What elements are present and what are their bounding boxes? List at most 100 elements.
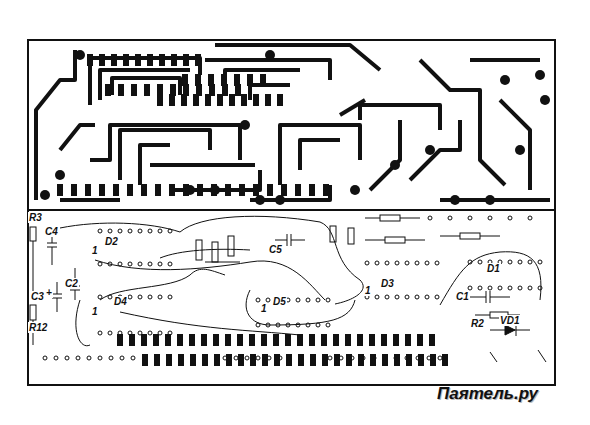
pin-hole — [138, 229, 142, 233]
copper-pad — [370, 354, 376, 366]
pin-hole — [128, 331, 132, 335]
part-label: R3 — [28, 212, 43, 223]
pin-hole — [138, 262, 142, 266]
pin-hole — [98, 331, 102, 335]
pin-hole — [234, 356, 238, 360]
pin-hole — [383, 356, 387, 360]
copper-pad — [225, 184, 231, 196]
copper-pad — [87, 54, 93, 66]
part-label: 1 — [91, 306, 99, 317]
pin-hole — [128, 295, 132, 299]
copper-pad — [358, 354, 364, 366]
pin-hole — [148, 295, 152, 299]
pin-hole — [428, 216, 432, 220]
round-pad — [75, 50, 85, 60]
pin-hole — [296, 323, 300, 327]
copper-pad — [189, 334, 195, 346]
pin-hole — [120, 356, 124, 360]
copper-pad — [159, 54, 165, 66]
copper-pad — [196, 84, 202, 96]
copper-pad — [105, 84, 111, 96]
pin-hole — [148, 331, 152, 335]
pin-hole — [168, 295, 172, 299]
part-label: D2 — [104, 236, 119, 247]
copper-pad — [183, 84, 189, 96]
pin-hole — [361, 356, 365, 360]
copper-pads — [40, 50, 550, 425]
pin-hole — [518, 260, 522, 264]
copper-pad — [273, 334, 279, 346]
round-pad — [450, 195, 460, 205]
round-pad — [255, 195, 265, 205]
pin-hole — [223, 356, 227, 360]
copper-pad — [195, 54, 201, 66]
pin-hole — [316, 298, 320, 302]
copper-pad — [406, 354, 412, 366]
copper-pad — [166, 354, 172, 366]
copper-pad — [357, 334, 363, 346]
copper-pad — [286, 354, 292, 366]
copper-pad — [129, 334, 135, 346]
jumper-wires — [60, 216, 541, 345]
copper-pad — [183, 54, 189, 66]
copper-pad — [141, 184, 147, 196]
pin-hole — [518, 286, 522, 290]
copper-pad — [157, 84, 163, 96]
pin-hole — [425, 295, 429, 299]
copper-pad — [135, 54, 141, 66]
pin-hole — [468, 286, 472, 290]
copper-pad — [405, 334, 411, 346]
pin-hole — [538, 260, 542, 264]
pin-hole — [168, 331, 172, 335]
copper-pad — [177, 334, 183, 346]
copper-pad — [165, 334, 171, 346]
copper-pad — [71, 184, 77, 196]
watermark: Паятель.ру — [436, 384, 539, 403]
pin-hole — [118, 229, 122, 233]
pin-hole — [128, 229, 132, 233]
part-label: VD1 — [499, 315, 520, 326]
part-label: C5 — [268, 244, 283, 255]
copper-pad — [310, 354, 316, 366]
copper-pad — [235, 84, 241, 96]
pin-hole — [108, 229, 112, 233]
component-symbols — [30, 215, 546, 362]
pin-hole — [488, 286, 492, 290]
pin-hole — [375, 295, 379, 299]
part-label: 1 — [364, 285, 372, 296]
round-pad — [535, 70, 545, 80]
pin-hole — [385, 261, 389, 265]
round-pad — [40, 190, 50, 200]
copper-pad — [57, 184, 63, 196]
part-label: R12 — [28, 322, 48, 333]
copper-pad — [442, 354, 448, 366]
copper-pad — [333, 334, 339, 346]
board-frame — [28, 40, 555, 385]
pin-hole — [350, 356, 354, 360]
round-pad — [515, 145, 525, 155]
pin-hole — [306, 298, 310, 302]
pin-hole — [508, 260, 512, 264]
pin-hole — [256, 298, 260, 302]
pin-hole — [328, 356, 332, 360]
copper-pad — [142, 354, 148, 366]
copper-pad — [155, 184, 161, 196]
copper-pad — [429, 334, 435, 346]
copper-pad — [118, 84, 124, 96]
pin-hole — [488, 216, 492, 220]
pin-hole — [435, 295, 439, 299]
pin-hole — [98, 356, 102, 360]
pin-hole — [326, 323, 330, 327]
pin-hole — [478, 286, 482, 290]
copper-pad — [225, 334, 231, 346]
copper-pad — [238, 354, 244, 366]
copper-pad — [239, 184, 245, 196]
copper-pad — [222, 84, 228, 96]
pin-hole — [375, 261, 379, 265]
pin-hole — [438, 356, 442, 360]
pin-hole — [131, 356, 135, 360]
pin-hole — [148, 262, 152, 266]
pin-hole — [87, 356, 91, 360]
